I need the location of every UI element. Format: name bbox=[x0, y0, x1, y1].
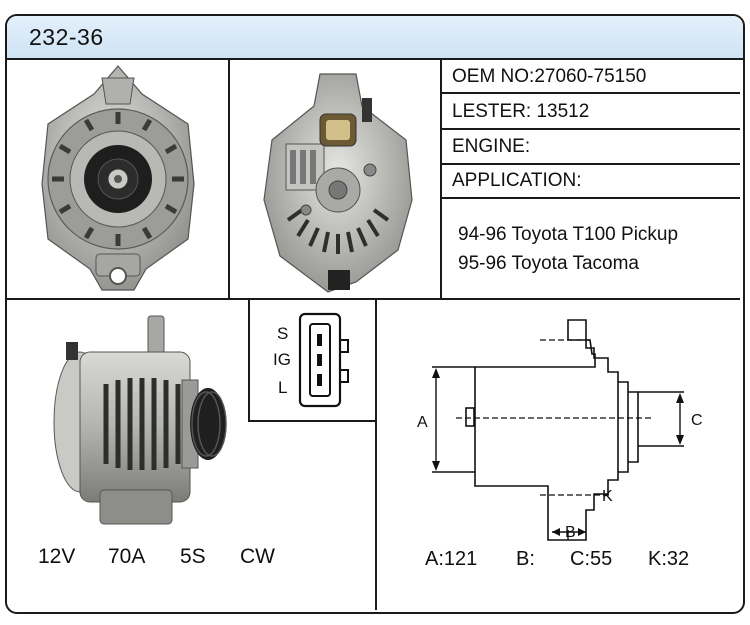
alternator-rear-photo bbox=[263, 73, 413, 293]
divider-bottom bbox=[375, 299, 377, 610]
divider-spec-2 bbox=[441, 128, 740, 130]
alternator-front-photo bbox=[41, 65, 195, 291]
lester-label: LESTER: bbox=[452, 101, 532, 122]
part-number-title: 232-36 bbox=[29, 24, 104, 50]
connector-label-s: S bbox=[277, 324, 289, 343]
dim-label-b: B bbox=[565, 524, 576, 541]
divider-photo-1 bbox=[228, 58, 230, 299]
amperage: 70A bbox=[108, 545, 146, 568]
connector-box-bottom bbox=[248, 420, 376, 422]
divider-spec-4 bbox=[441, 197, 740, 199]
dimension-k: K:32 bbox=[648, 548, 690, 570]
header-bar: 232-36 bbox=[7, 16, 743, 60]
dimension-b: B: bbox=[516, 548, 535, 570]
divider-middle bbox=[6, 298, 740, 300]
pulley-grooves: 5S bbox=[180, 545, 206, 568]
oem-label: OEM NO: bbox=[452, 66, 535, 87]
application-item: 95-96 Toyota Tacoma bbox=[458, 253, 639, 274]
application-row: APPLICATION: bbox=[452, 170, 582, 192]
engine-row: ENGINE: bbox=[452, 136, 530, 158]
engine-label: ENGINE: bbox=[452, 136, 531, 157]
dim-label-a: A bbox=[417, 414, 428, 431]
dimension-a: A:121 bbox=[425, 548, 478, 570]
dim-label-k: K bbox=[602, 488, 613, 505]
divider-spec-1 bbox=[441, 92, 740, 94]
connector-label-ig: IG bbox=[273, 350, 291, 369]
connector-label-l: L bbox=[278, 378, 288, 397]
dimension-c: C:55 bbox=[570, 548, 613, 570]
oem-row: OEM NO:27060-75150 bbox=[452, 66, 646, 88]
rotation: CW bbox=[240, 545, 275, 568]
application-label: APPLICATION: bbox=[452, 170, 582, 191]
connector-box-left bbox=[248, 299, 250, 421]
voltage: 12V bbox=[38, 545, 76, 568]
application-item: 94-96 Toyota T100 Pickup bbox=[458, 224, 679, 245]
dim-label-c: C bbox=[691, 412, 703, 429]
divider-photo-2 bbox=[440, 58, 442, 299]
lester-value: 13512 bbox=[536, 101, 590, 122]
lester-row: LESTER: 13512 bbox=[452, 101, 589, 123]
divider-spec-3 bbox=[441, 163, 740, 165]
connector-plug-icon bbox=[298, 312, 349, 408]
dimension-drawing bbox=[432, 319, 684, 541]
oem-value: 27060-75150 bbox=[534, 66, 647, 87]
alternator-side-photo bbox=[53, 315, 227, 525]
